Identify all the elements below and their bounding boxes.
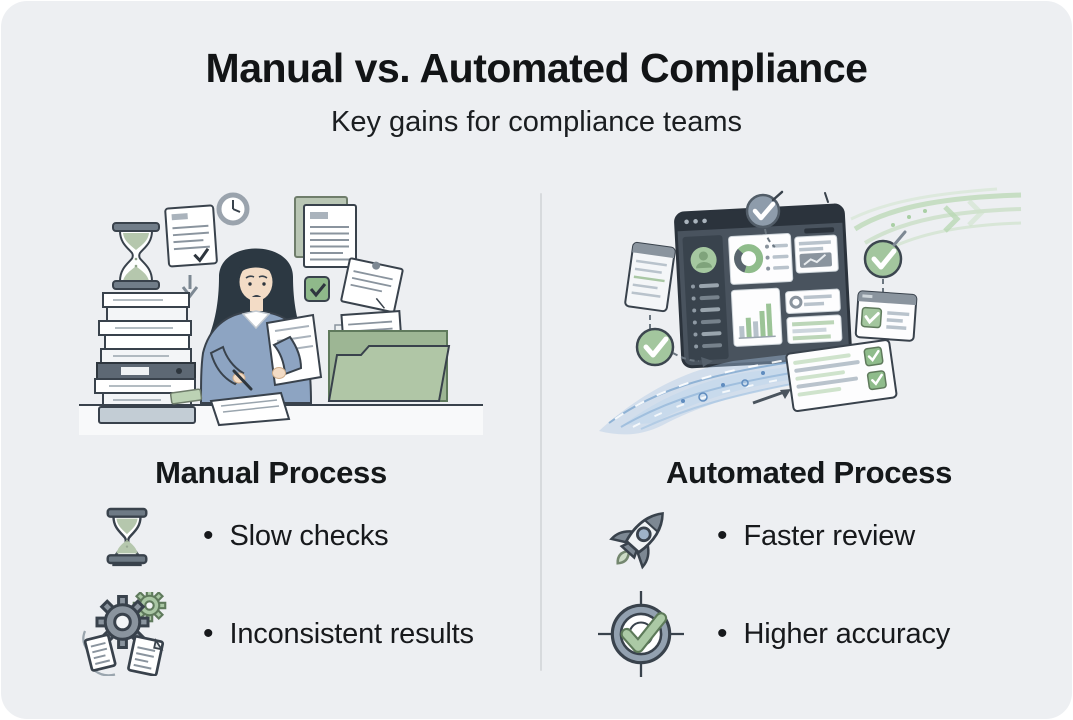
list-item: • Higher accuracy — [593, 585, 950, 683]
page-subtitle: Key gains for compliance teams — [330, 106, 743, 138]
spark-mark — [824, 192, 829, 203]
target-checkmark-icon — [593, 591, 689, 677]
header: Manual vs. Automated Compliance Key gain… — [1, 45, 1072, 139]
dashed-connector — [672, 352, 700, 362]
summary-card — [785, 288, 841, 315]
arrow-icon — [752, 389, 788, 405]
list-item-label: Inconsistent results — [229, 617, 474, 650]
list-item-label: Higher accuracy — [743, 617, 951, 650]
folder-with-documents-icon — [327, 309, 451, 402]
pen-icon — [232, 369, 253, 391]
results-panel — [785, 339, 898, 412]
list-item: • Faster review — [593, 487, 950, 585]
manual-illustration-svg — [79, 192, 483, 435]
check-badge-top-icon — [745, 190, 784, 229]
bullet-point: • — [203, 617, 214, 650]
automated-list: • Faster review • Higher accuracy — [593, 487, 950, 683]
bullet-point: • — [717, 617, 728, 650]
pinned-note-icon — [340, 257, 404, 313]
manual-list: • Slow checks — [79, 487, 474, 683]
binder — [96, 362, 196, 380]
window-sidebar — [682, 235, 729, 361]
paper-stack — [94, 292, 196, 424]
report-card — [794, 234, 839, 274]
document-pair-icon — [294, 196, 357, 268]
automated-illustration — [593, 185, 1023, 440]
green-data-stream — [850, 187, 1022, 257]
bullet-point: • — [203, 519, 214, 552]
dashed-connector — [764, 228, 776, 248]
page-title: Manual vs. Automated Compliance — [205, 45, 868, 91]
list-item: • Inconsistent results — [79, 585, 474, 683]
document — [127, 635, 165, 676]
manual-heading: Manual Process — [155, 454, 387, 490]
check-badge-left-icon — [635, 327, 675, 367]
column-divider — [540, 193, 542, 671]
sticky-note-icon — [169, 388, 203, 405]
automated-illustration-svg — [599, 187, 1022, 435]
list-item: • Slow checks — [79, 487, 474, 585]
hourglass-icon — [79, 500, 175, 572]
donut-chart-card — [728, 233, 794, 285]
automated-heading: Automated Process — [665, 454, 953, 490]
dashboard-window — [674, 203, 853, 369]
arrow-icon — [701, 357, 713, 367]
clock-icon — [216, 192, 250, 226]
checklist-document-icon — [164, 204, 218, 299]
paper-on-desk — [209, 391, 291, 427]
blue-data-stream — [599, 353, 811, 435]
list-item-label: Faster review — [743, 519, 916, 552]
document — [83, 633, 117, 672]
approval-window — [854, 290, 918, 342]
person-at-desk — [199, 248, 323, 404]
hourglass-illustration-icon — [112, 222, 160, 290]
rocket-icon — [593, 497, 689, 575]
gears-and-documents-icon — [79, 592, 175, 676]
list-card — [786, 314, 843, 345]
manual-illustration — [43, 185, 499, 440]
arrowhead — [780, 389, 791, 399]
bullet-point: • — [717, 519, 728, 552]
checkbox-icon — [304, 276, 330, 302]
check-badge-right-icon — [863, 230, 907, 279]
bar-chart-card — [730, 287, 783, 347]
small-panel-left — [624, 241, 676, 313]
list-item-label: Slow checks — [229, 519, 389, 552]
